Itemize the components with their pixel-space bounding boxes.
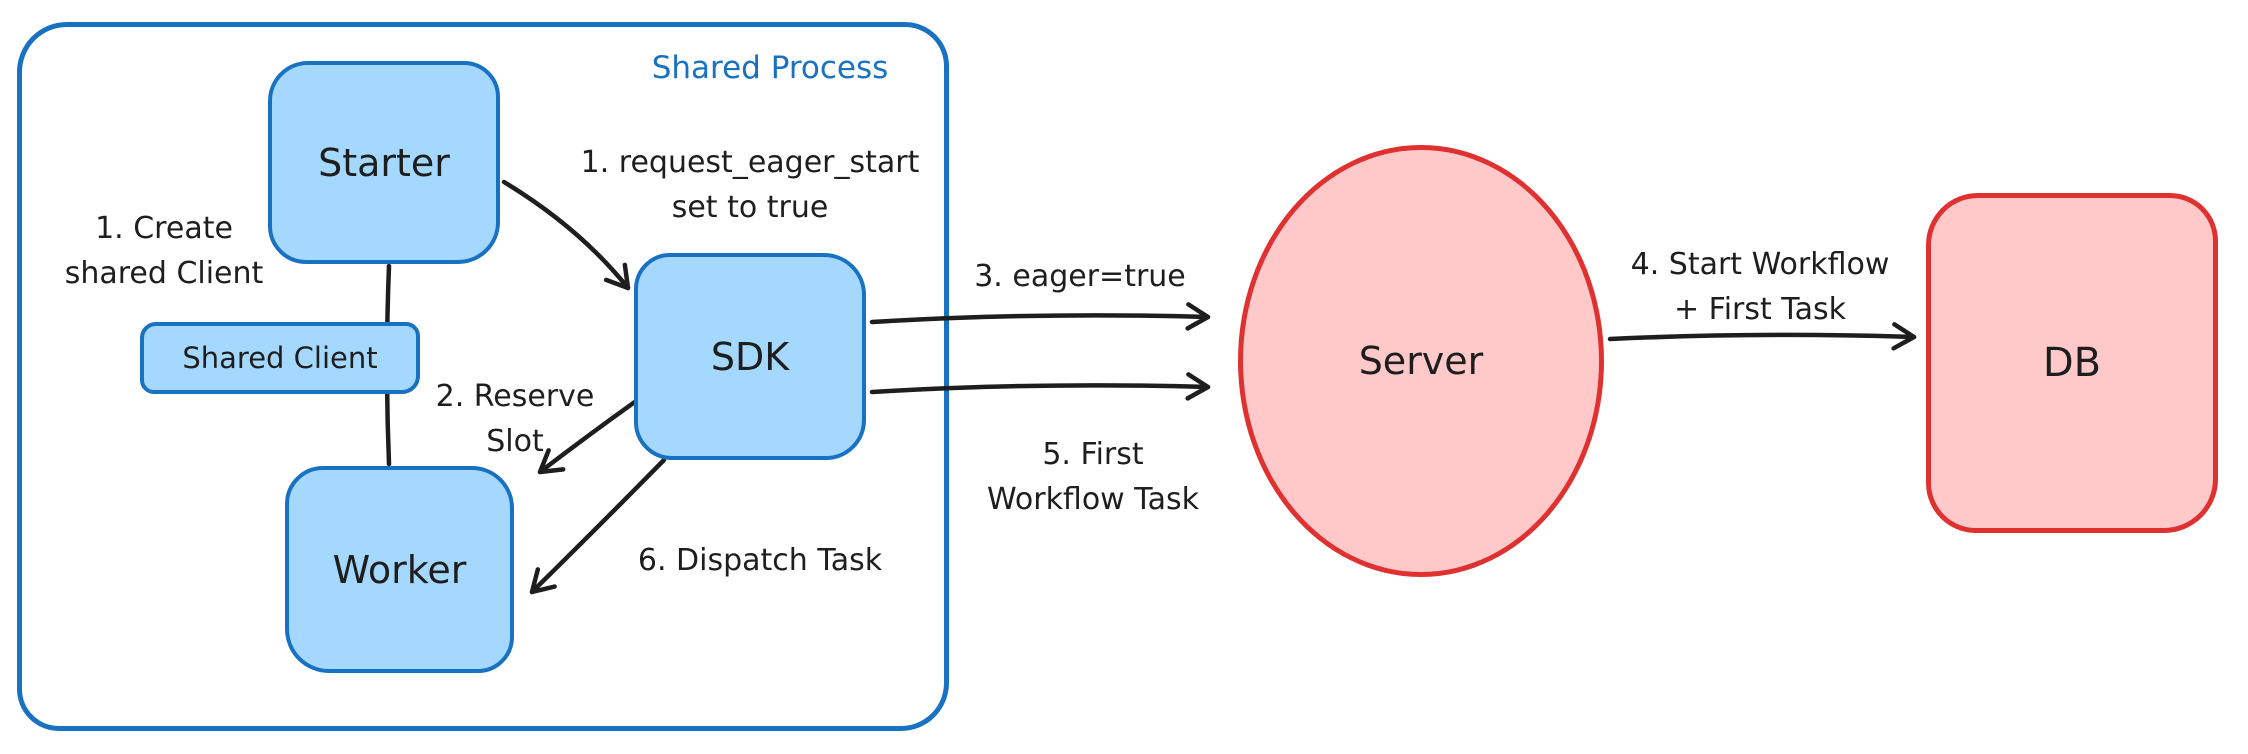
node-worker: Worker [285,466,514,673]
node-db: DB [1926,193,2218,533]
label-line: 1. request_eager_start [580,145,920,180]
arrow-sdk-to-server-eager [869,302,1211,331]
label-line: Slot [486,424,544,459]
label-line: set to true [671,190,829,225]
label-line: 5. First [1042,437,1144,472]
label-line: 2. Reserve [435,379,595,414]
label-line: + First Task [1673,292,1847,327]
arrow-server-to-db [1607,322,1917,351]
node-starter-label: Starter [318,140,450,185]
node-worker-label: Worker [332,547,467,592]
label-line: Workflow Task [986,482,1200,517]
label-create-shared-client: 1. Create shared Client [44,206,284,296]
node-server: Server [1238,145,1604,577]
node-shared-client: Shared Client [140,322,420,394]
node-server-label: Server [1358,339,1484,383]
node-db-label: DB [2042,340,2102,386]
arrow-sdk-to-server-first-task [869,372,1211,401]
node-sdk: SDK [634,253,866,460]
node-sdk-label: SDK [710,334,790,379]
label-line: 4. Start Workflow [1630,247,1890,282]
arrow-starter-to-sdk [501,179,631,291]
shared-process-label: Shared Process [651,50,889,86]
label-first-workflow-task: 5. First Workflow Task [963,432,1223,522]
label-line: 1. Create [95,211,233,246]
shared-process-container [17,22,949,731]
label-line: shared Client [64,256,264,291]
node-starter: Starter [268,61,500,264]
label-eager-true: 3. eager=true [974,259,1186,294]
node-shared-client-label: Shared Client [182,341,378,375]
label-reserve-slot: 2. Reserve Slot [420,374,610,464]
label-dispatch-task: 6. Dispatch Task [637,543,883,578]
arrow-sdk-to-worker-dispatch-task [529,457,667,595]
label-request-eager-start: 1. request_eager_start set to true [540,140,960,230]
label-start-workflow-first-task: 4. Start Workflow + First Task [1610,242,1910,332]
